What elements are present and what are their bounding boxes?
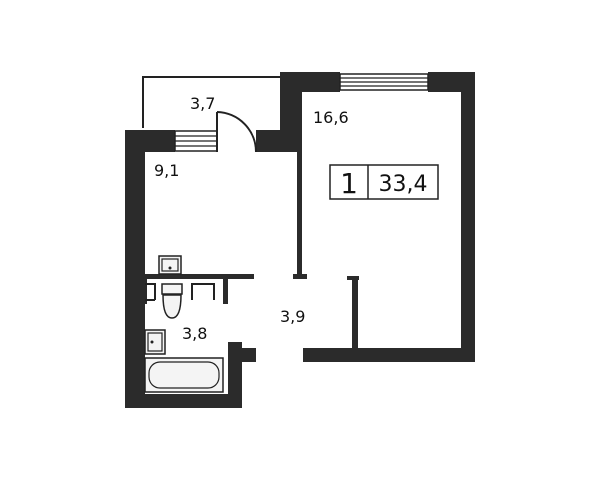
room-label-balcony: 3,7 [190, 94, 215, 113]
room-count: 1 [340, 167, 358, 200]
total-area: 33,4 [379, 172, 428, 197]
washbasin-icon [144, 329, 166, 355]
door-swing-icon [216, 111, 257, 153]
room-label-hallway: 3,9 [280, 307, 305, 326]
apartment-badge: 1 33,4 [329, 164, 439, 200]
walls [125, 72, 475, 408]
sink-icon [158, 255, 182, 275]
room-label-bathroom: 3,8 [182, 324, 207, 343]
window-icon [339, 73, 429, 91]
bathroom-partition [145, 283, 215, 301]
room-label-kitchen: 9,1 [154, 161, 179, 180]
balcony [142, 76, 280, 128]
window-icon [174, 130, 218, 152]
toilet-icon [161, 283, 183, 319]
bathtub-icon [144, 357, 224, 393]
room-label-living-room: 16,6 [313, 108, 349, 127]
